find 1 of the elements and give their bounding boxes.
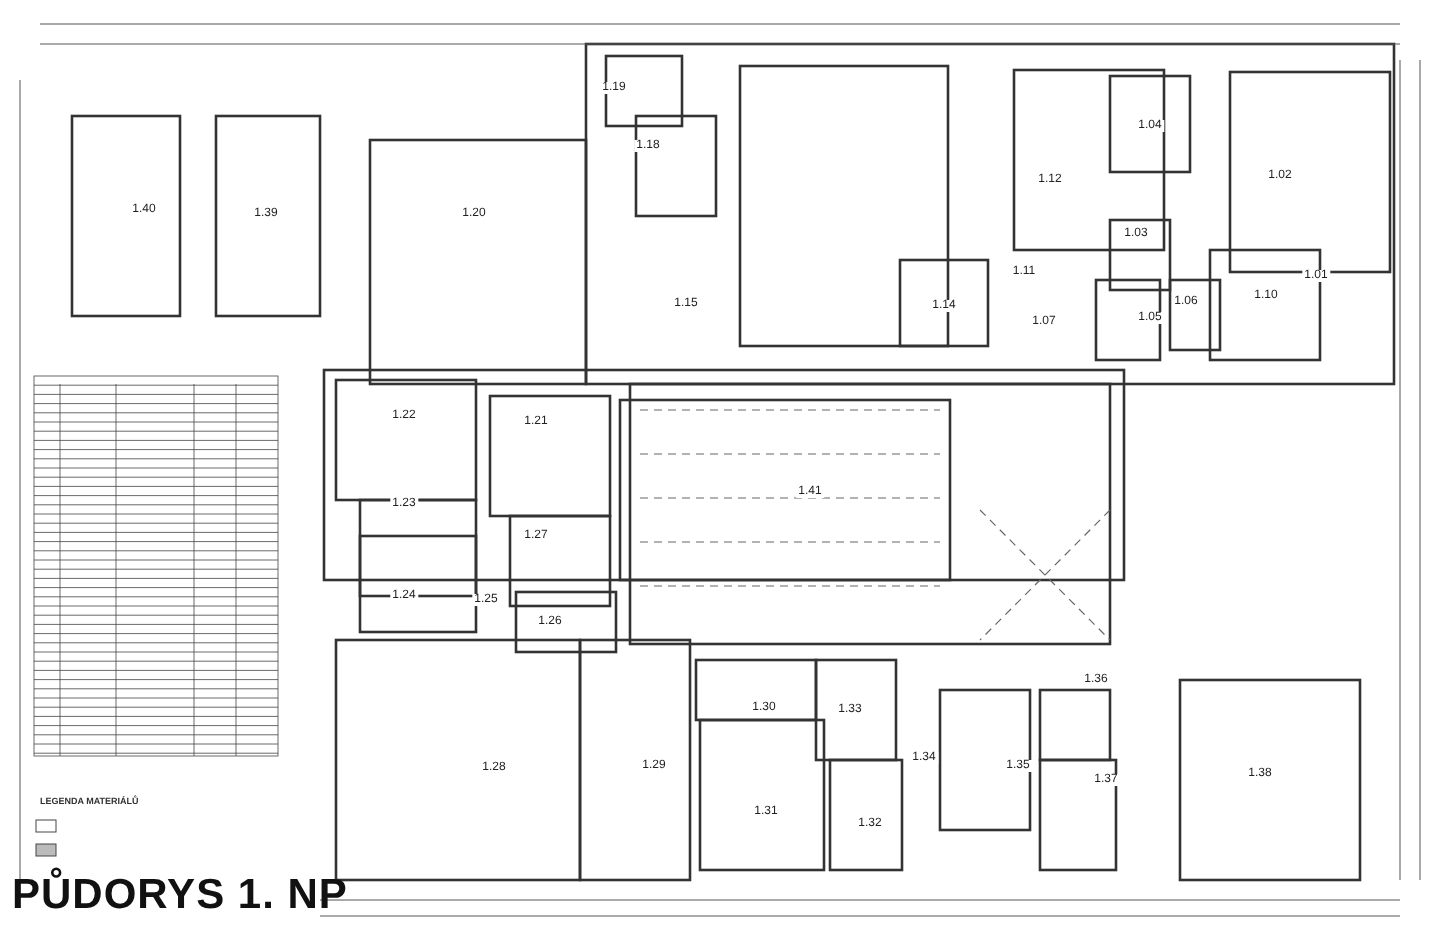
plan-title: PŮDORYS 1. NP (12, 872, 348, 920)
